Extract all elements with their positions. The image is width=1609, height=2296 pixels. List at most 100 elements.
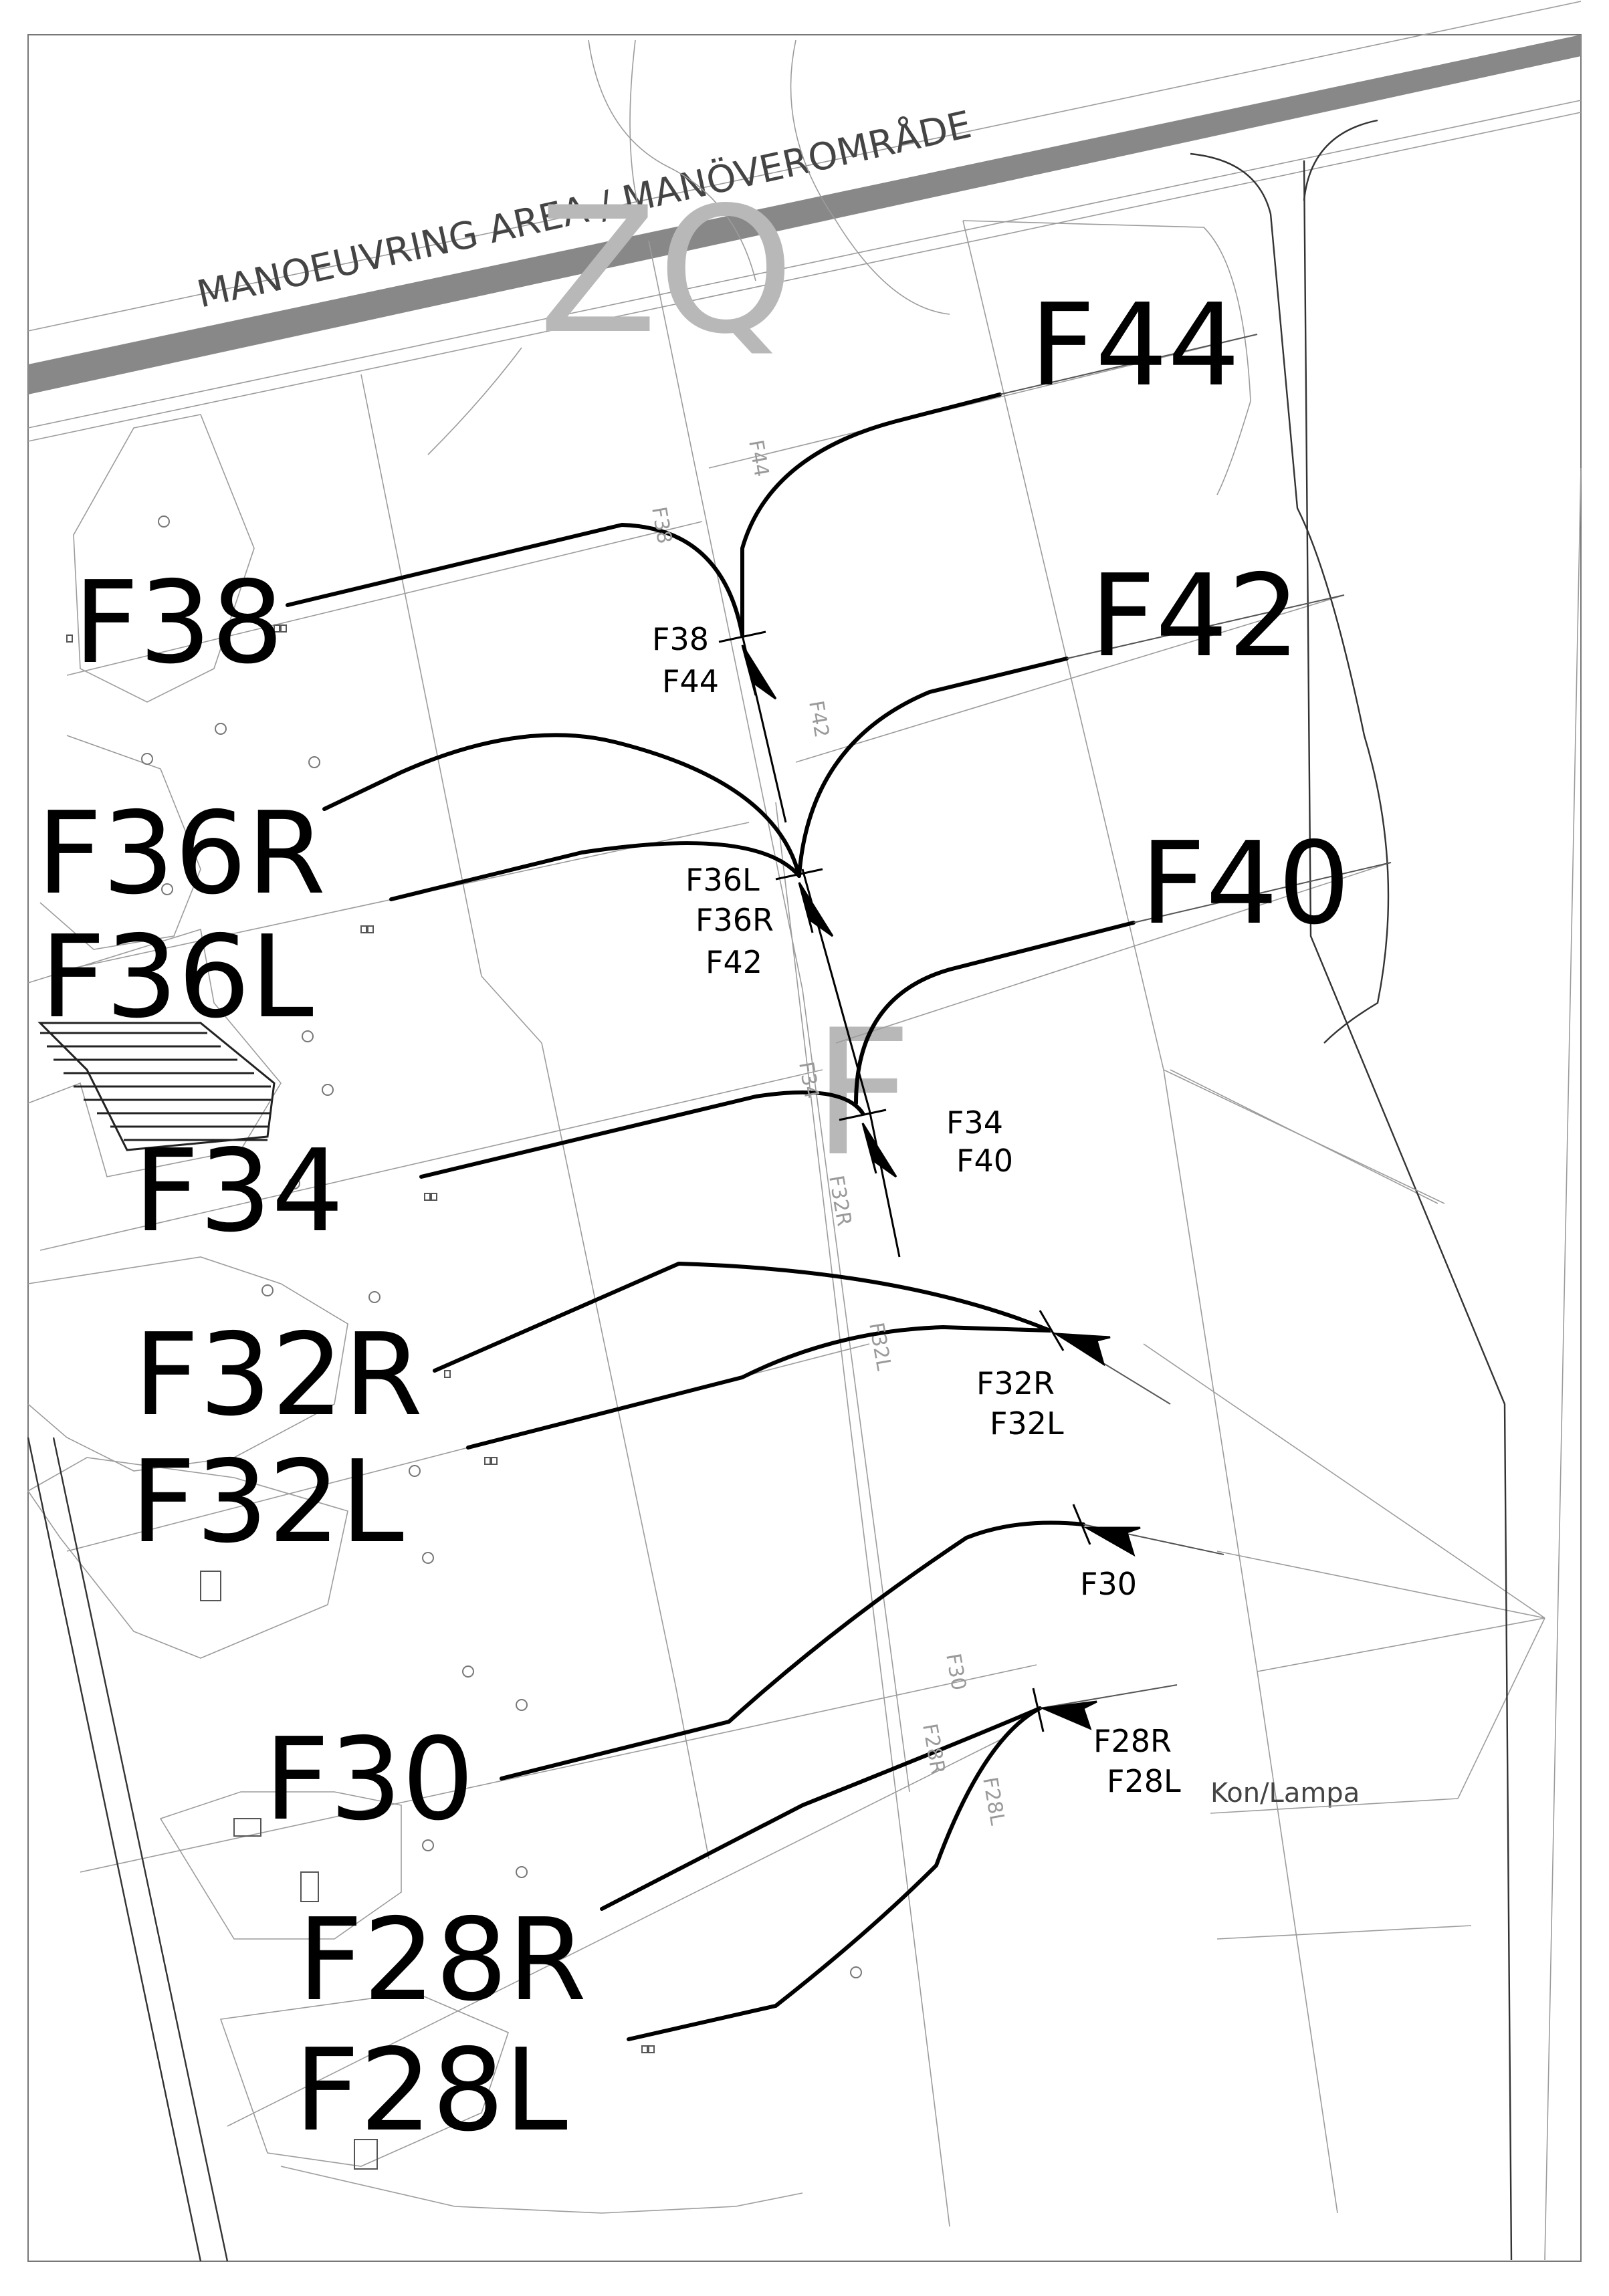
stand-centreline — [227, 1738, 1004, 2127]
faint-label-f30: F30 — [941, 1651, 970, 1692]
stand-boundary — [675, 1684, 710, 1859]
left-road-edge — [52, 1437, 229, 2262]
stand-boundary — [541, 1042, 676, 1686]
junction-label: F30 — [1080, 1566, 1137, 1602]
kon-lampa-label: Kon/Lampa — [1210, 1778, 1360, 1809]
building-outline — [219, 1992, 509, 2167]
route-f32r — [433, 1262, 1052, 1373]
junction-markers — [718, 630, 1141, 1732]
junction-label: F34 — [946, 1105, 1003, 1141]
building-outline — [159, 1791, 402, 1940]
faint-label-f28l: F28L — [978, 1775, 1009, 1827]
route-f38 — [286, 523, 744, 637]
page-frame — [27, 34, 1582, 2262]
stand-label-f40: F40 — [1140, 818, 1350, 950]
stand-centreline — [835, 862, 1392, 1044]
building-outline — [27, 928, 282, 1177]
lead-f40 — [1133, 862, 1392, 923]
route-f28r — [600, 1706, 1042, 1911]
stand-boundary — [360, 374, 482, 977]
junction-label: F32R — [976, 1365, 1055, 1401]
stand-centreline — [1216, 1551, 1545, 1619]
apron-edge — [27, 1256, 348, 1472]
junction-label: F36R — [695, 902, 774, 938]
kon-lampa-leader — [1210, 1798, 1459, 1814]
grass-edge — [1163, 1069, 1445, 1204]
band-edge-line — [27, 112, 1582, 442]
stand-centreline — [708, 334, 1258, 469]
junction-label: F40 — [956, 1143, 1013, 1179]
taxi-curve — [588, 39, 756, 281]
route-f36r — [322, 733, 801, 878]
road-edge — [1303, 119, 1378, 201]
stand-label-f44: F44 — [1030, 279, 1240, 412]
stand-boundary — [648, 240, 803, 990]
stand-label-f36l: F36L — [40, 911, 314, 1044]
route-f44 — [740, 392, 1002, 637]
junction-label: F28L — [1107, 1763, 1181, 1799]
stand-boundary — [481, 975, 542, 1044]
faint-label-f38: F38 — [647, 505, 676, 546]
junction-label: F42 — [706, 944, 762, 980]
taxi-curve — [790, 39, 950, 315]
markers — [141, 515, 862, 1978]
road-edge — [1544, 467, 1582, 2261]
route-f28l — [627, 1706, 1042, 2041]
band-edge-line — [27, 1, 1582, 332]
stand-label-f28l: F28L — [294, 2025, 568, 2157]
faint-label-f28r: F28R — [918, 1722, 950, 1776]
faint-label-f42: F42 — [804, 699, 833, 739]
faint-label-f32l: F32L — [864, 1321, 895, 1372]
stand-boundary — [802, 989, 910, 1793]
stand-label-f30: F30 — [264, 1714, 474, 1846]
parking-markers — [66, 624, 655, 2170]
stand-centreline — [1216, 1925, 1472, 1940]
junction-label: F32L — [990, 1405, 1064, 1442]
route-f36l — [389, 841, 801, 901]
stand-boundary — [849, 1417, 950, 2227]
taxi-curve — [427, 347, 522, 455]
junction-label: F38 — [652, 621, 709, 657]
faint-label-f44: F44 — [744, 438, 773, 479]
stand-boundary — [1257, 1671, 1338, 2214]
route-f42 — [797, 657, 1069, 878]
grass-edge — [962, 220, 1251, 495]
grass-edge — [1190, 152, 1390, 1044]
route-f30 — [500, 1520, 1085, 1781]
taxi-curve — [629, 39, 643, 221]
stand-label-f32r: F32R — [134, 1309, 423, 1442]
stand-centreline — [1257, 1617, 1545, 1672]
stand-boundary — [775, 802, 850, 1418]
building-outline — [73, 414, 255, 703]
route-f34 — [419, 1090, 865, 1179]
junction-label: F44 — [662, 663, 719, 699]
left-road-edge — [27, 1437, 202, 2262]
stand-centreline — [1457, 1617, 1545, 1799]
stand-label-f38: F38 — [74, 557, 284, 689]
stand-centreline — [80, 1664, 1037, 1873]
apron-edge — [280, 2166, 803, 2214]
stand-boundary — [1163, 1069, 1258, 1672]
stand-centreline — [39, 1069, 823, 1251]
junction-label: F36L — [685, 862, 760, 898]
stand-centreline — [1143, 1343, 1545, 1619]
route-spine — [868, 1109, 901, 1258]
hatched-area — [37, 1022, 276, 1151]
stand-label-f34: F34 — [134, 1125, 344, 1258]
junction-label: F28R — [1093, 1723, 1172, 1759]
road-edge — [1303, 160, 1513, 2261]
building-outline — [27, 1457, 348, 1659]
stand-label-f36r: F36R — [37, 788, 326, 920]
route-f40 — [854, 921, 1136, 1105]
stand-boundary — [962, 220, 1164, 1070]
lead-f44 — [999, 334, 1258, 395]
lead-f28 — [1039, 1684, 1178, 1709]
stand-centreline — [66, 521, 703, 676]
band-edge-line — [27, 100, 1582, 429]
stand-label-f42: F42 — [1090, 550, 1300, 683]
manoeuvring-area-band — [28, 35, 1581, 394]
stand-label-f32l: F32L — [130, 1436, 404, 1569]
route-f32l — [466, 1325, 1052, 1450]
zone-label-zq: ZQ — [538, 170, 794, 372]
